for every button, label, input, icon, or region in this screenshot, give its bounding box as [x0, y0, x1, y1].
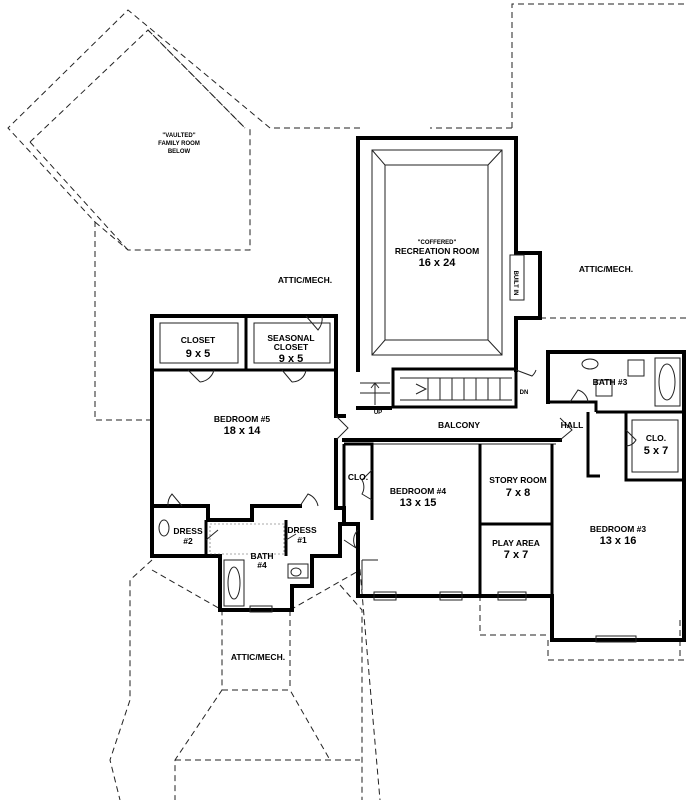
family-room-below-label: BELOW — [168, 149, 191, 155]
balcony-hall — [335, 369, 573, 445]
bedroom-5-dim: 18 x 14 — [224, 425, 262, 437]
bedroom-5 — [150, 364, 346, 522]
coffered-note: "COFFERED" — [418, 240, 457, 246]
family-room-label: FAMILY ROOM — [158, 141, 200, 147]
bath-4-suite — [150, 504, 342, 613]
vaulted-note: "VAULTED" — [162, 133, 195, 139]
bedroom-3-dim: 13 x 16 — [600, 535, 637, 547]
play-area-name: PLAY AREA — [492, 538, 540, 548]
bedroom-4-dim: 13 x 15 — [400, 497, 437, 509]
upper-closets — [150, 314, 338, 508]
closet-dim: 9 x 5 — [186, 348, 210, 360]
seasonal-closet-line1: SEASONAL — [267, 333, 314, 343]
recreation-room — [356, 136, 542, 372]
dress-2-name: DRESS — [173, 526, 203, 536]
recreation-room-dim: 16 x 24 — [419, 257, 457, 269]
dress-2-number: #2 — [183, 536, 193, 546]
bath-4-number: #4 — [257, 560, 267, 570]
bedroom-5-name: BEDROOM #5 — [214, 414, 270, 424]
seasonal-closet-line2: CLOSET — [274, 342, 309, 352]
hall-label: HALL — [561, 420, 584, 430]
story-room-dim: 7 x 8 — [506, 487, 530, 499]
stair-up-label: UP — [374, 410, 382, 416]
bath-3-label: BATH #3 — [593, 377, 628, 387]
play-area-dim: 7 x 7 — [504, 549, 528, 561]
stair-down-label: DN — [520, 390, 529, 396]
attic-bottom-label: ATTIC/MECH. — [231, 652, 285, 662]
built-in-label: BUILT IN — [512, 271, 518, 296]
recreation-room-name: RECREATION ROOM — [395, 246, 479, 256]
dress-1-name: DRESS — [287, 525, 317, 535]
seasonal-closet-dim: 9 x 5 — [279, 353, 303, 365]
bath-4-tile — [209, 523, 285, 555]
balcony-label: BALCONY — [438, 420, 480, 430]
bedroom-4-name: BEDROOM #4 — [390, 486, 446, 496]
attic-left-label: ATTIC/MECH. — [278, 275, 332, 285]
closet-mid-name: CLO. — [348, 472, 368, 482]
closet-right-name: CLO. — [646, 433, 666, 443]
stairs — [360, 367, 518, 409]
story-room-name: STORY ROOM — [489, 475, 546, 485]
dress-1-number: #1 — [297, 535, 307, 545]
attic-right-label: ATTIC/MECH. — [579, 264, 633, 274]
room-labels: "VAULTED" FAMILY ROOM BELOW "COFFERED" R… — [158, 133, 668, 662]
right-wing — [546, 350, 686, 643]
closet-right-dim: 5 x 7 — [644, 445, 668, 457]
bedroom-3-name: BEDROOM #3 — [590, 524, 646, 534]
closet-name: CLOSET — [181, 335, 216, 345]
bath-4-name: BATH — [251, 551, 274, 561]
middle-rooms — [334, 442, 554, 601]
